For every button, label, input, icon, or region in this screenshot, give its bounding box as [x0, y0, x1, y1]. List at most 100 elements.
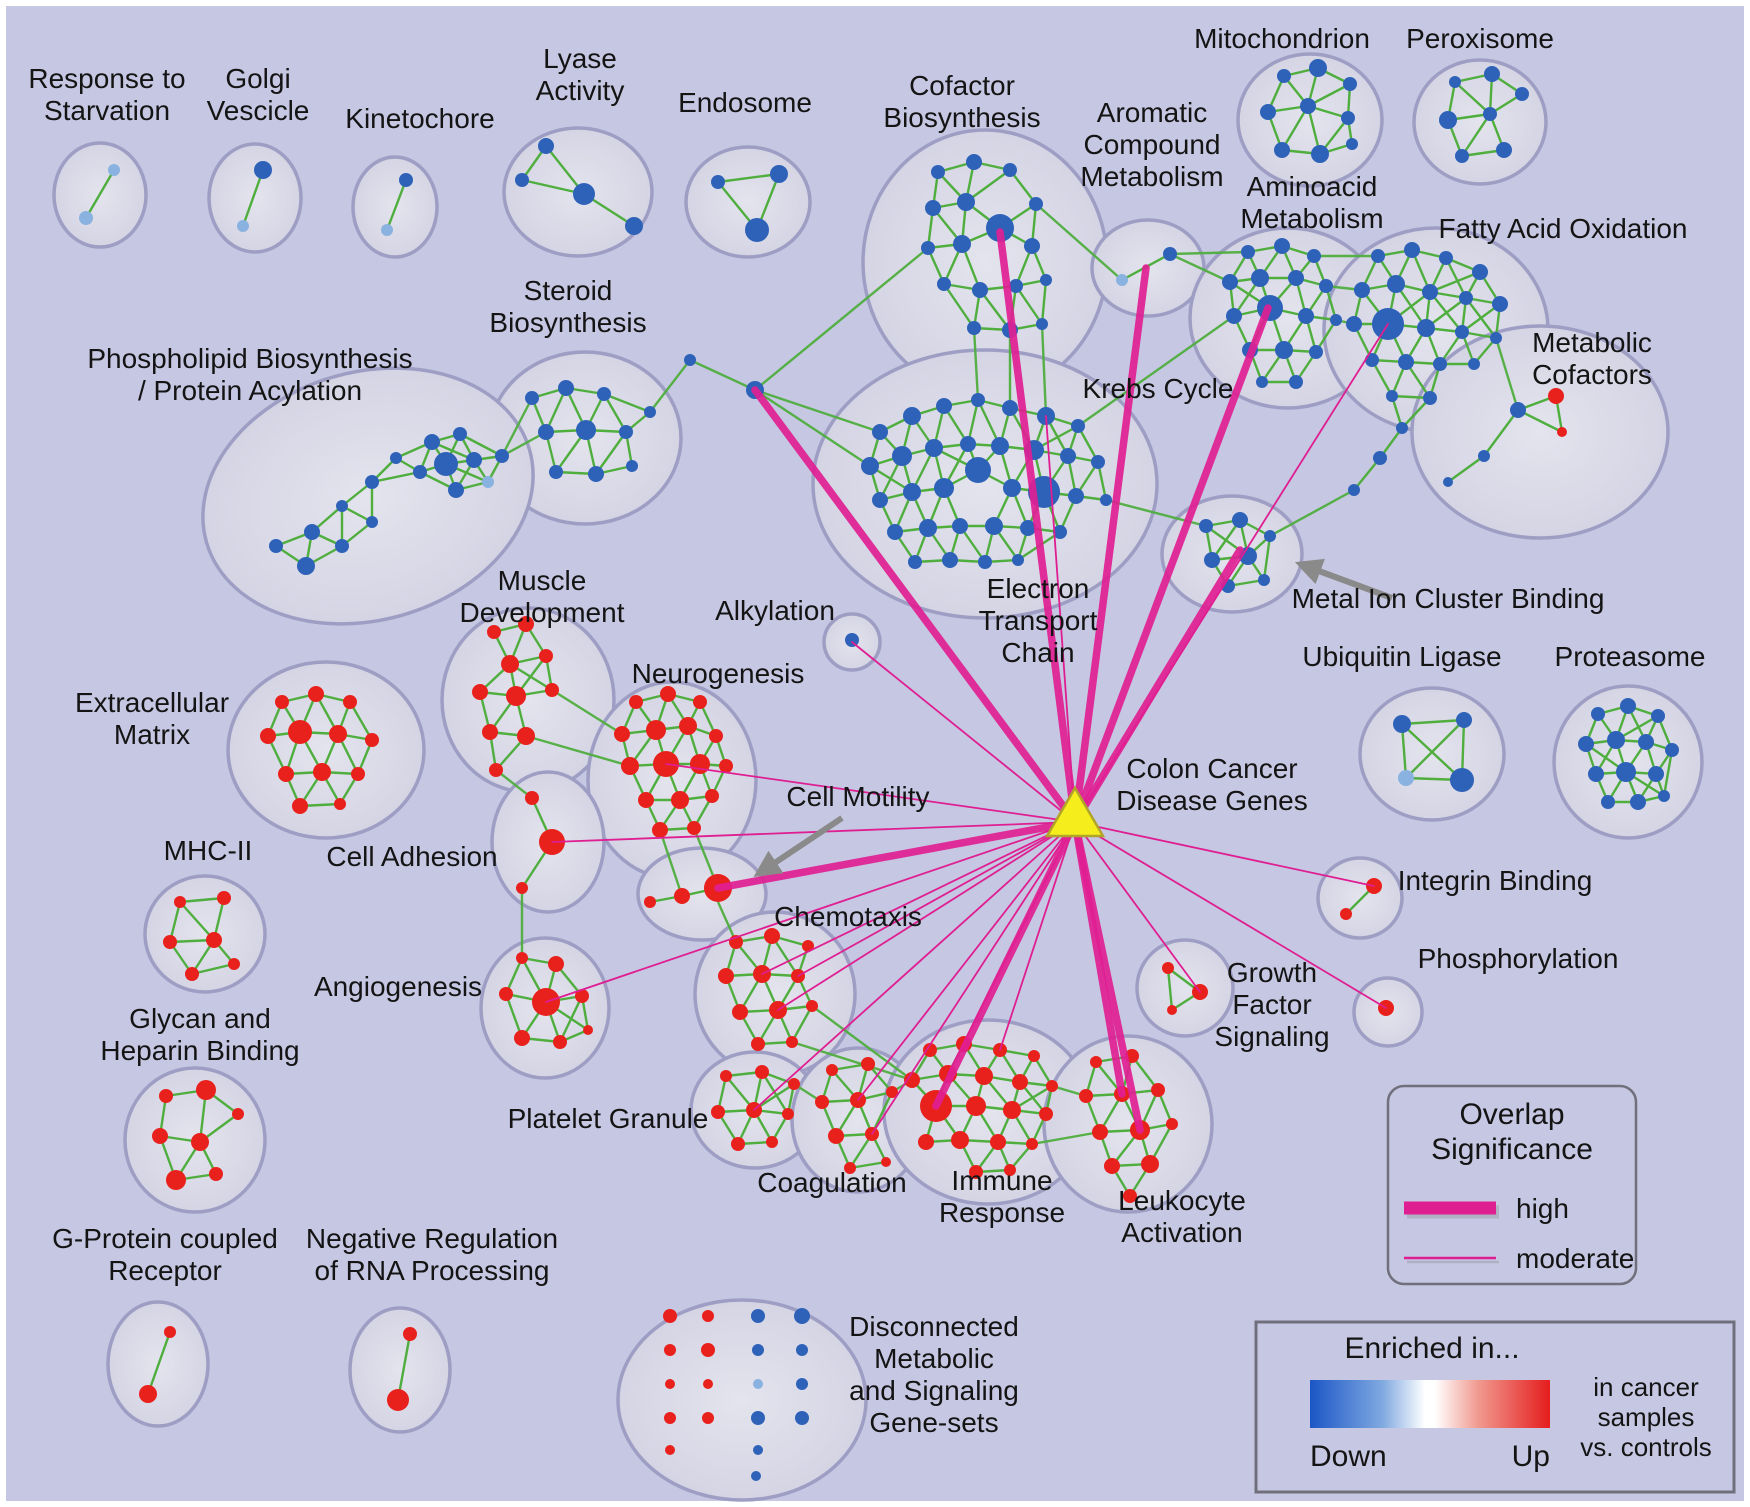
- gene-set-node: [1398, 354, 1414, 370]
- label-angiogenesis: Angiogenesis: [314, 971, 482, 1002]
- enriched-down-label: Down: [1310, 1440, 1387, 1473]
- gene-set-node: [923, 1043, 937, 1057]
- green-link: [396, 1333, 412, 1401]
- label-response-to-starvation: Response to: [28, 63, 185, 94]
- gene-set-node: [796, 1344, 808, 1356]
- green-link: [1429, 270, 1481, 294]
- gene-set-node: [1060, 448, 1076, 464]
- gene-set-node: [514, 1030, 530, 1046]
- green-link: [870, 1091, 894, 1135]
- overlap-link-high: [1071, 304, 1272, 826]
- cluster-endosome: [711, 165, 788, 242]
- cluster-endosome-bubble: [684, 145, 812, 259]
- gene-set-node: [660, 686, 676, 702]
- gene-set-node: [489, 763, 503, 777]
- gene-set-node: [206, 932, 222, 948]
- gene-set-node: [1071, 419, 1085, 433]
- gene-set-node: [583, 1025, 593, 1035]
- gene-set-node: [1548, 388, 1564, 404]
- overlap-link-moderate: [851, 641, 1076, 823]
- green-link: [84, 169, 116, 219]
- gene-set-node: [1588, 766, 1604, 782]
- gene-set-node: [597, 387, 611, 401]
- gene-set-node: [1601, 795, 1615, 809]
- label-kinetochore: Kinetochore: [345, 103, 494, 134]
- gene-set-node: [1319, 279, 1333, 293]
- gene-set-node: [366, 516, 378, 528]
- gene-set-node: [966, 1096, 986, 1116]
- green-link: [385, 179, 408, 231]
- gene-set-node: [434, 452, 458, 476]
- gene-set-node: [711, 1105, 725, 1119]
- gene-set-node: [702, 1412, 714, 1424]
- enriched-gradient-bar: [1310, 1380, 1550, 1428]
- gene-set-node: [782, 1108, 794, 1120]
- gene-set-node: [753, 1379, 763, 1389]
- gene-set-node: [1439, 111, 1457, 129]
- inter-cluster-links: [495, 203, 1520, 1146]
- label-golgi-vescicle: Golgi: [225, 63, 290, 94]
- gene-set-node: [1004, 1164, 1016, 1176]
- gene-set-node: [482, 476, 494, 488]
- gene-set-node: [872, 424, 888, 440]
- green-link: [602, 393, 628, 433]
- gene-set-node: [644, 896, 656, 908]
- cluster-phospholipid-biosynthesis: [269, 427, 509, 575]
- gene-set-node: [1039, 1107, 1053, 1121]
- green-link: [754, 388, 881, 434]
- gene-set-node: [163, 935, 177, 949]
- gene-set-node: [770, 165, 788, 183]
- gene-set-node: [1020, 520, 1036, 536]
- green-link: [551, 688, 623, 736]
- gene-set-node: [652, 822, 668, 838]
- green-link: [241, 169, 265, 227]
- cluster-proteasome: [1578, 698, 1679, 810]
- gene-set-node: [336, 500, 348, 512]
- gene-set-node: [1648, 766, 1664, 782]
- gene-set-node: [644, 406, 656, 418]
- green-link: [1662, 749, 1674, 797]
- overlap-link-high: [1071, 264, 1150, 826]
- overlap-link-moderate: [1074, 821, 1201, 993]
- green-link: [500, 397, 534, 457]
- gene-set-node: [495, 449, 509, 463]
- green-link: [179, 901, 215, 941]
- cluster-golgi-vescicle-bubble: [207, 142, 303, 254]
- cluster-metabolic-cofactors: [1443, 388, 1567, 487]
- green-link: [649, 359, 691, 413]
- overlap-link-moderate: [1074, 821, 1375, 887]
- gene-set-node: [921, 241, 935, 255]
- label-immune-response: Immune: [951, 1165, 1052, 1196]
- label-lyase-activity: Activity: [536, 75, 625, 106]
- gene-set-node: [1578, 736, 1594, 752]
- gene-set-node: [1079, 1089, 1093, 1103]
- cell-motility-pointer-arrow: [753, 815, 844, 877]
- gene-set-node: [881, 1157, 891, 1167]
- gene-set-node: [990, 1134, 1006, 1150]
- label-glycan-heparin-binding: Heparin Binding: [100, 1035, 299, 1066]
- gene-set-node: [548, 956, 564, 972]
- overlap-link-high: [751, 386, 1079, 826]
- gene-set-node: [1167, 1005, 1177, 1015]
- label-leukocyte-activation: Activation: [1121, 1217, 1242, 1248]
- gene-set-node: [903, 483, 921, 501]
- gene-set-node: [1630, 794, 1646, 810]
- green-link: [1166, 967, 1174, 1011]
- cluster-lyase-activity: [515, 138, 643, 235]
- green-link: [1211, 519, 1241, 561]
- gene-set-node: [751, 1471, 761, 1481]
- gene-set-node: [1090, 1056, 1102, 1068]
- gene-set-node: [872, 492, 888, 508]
- cluster-g-protein-coupled-receptor: [139, 1326, 176, 1403]
- cluster-negative-regulation-rna-processing-bubble: [348, 1306, 452, 1434]
- gene-set-node: [1620, 698, 1636, 714]
- gene-set-node: [1607, 731, 1625, 749]
- gene-set-node: [390, 452, 402, 464]
- gene-set-node: [978, 555, 992, 569]
- label-muscle-development: Muscle: [498, 565, 587, 596]
- gene-set-node: [1492, 296, 1508, 312]
- gene-set-node: [629, 695, 643, 709]
- gene-set-node: [232, 1108, 244, 1120]
- gene-set-node: [664, 1344, 676, 1356]
